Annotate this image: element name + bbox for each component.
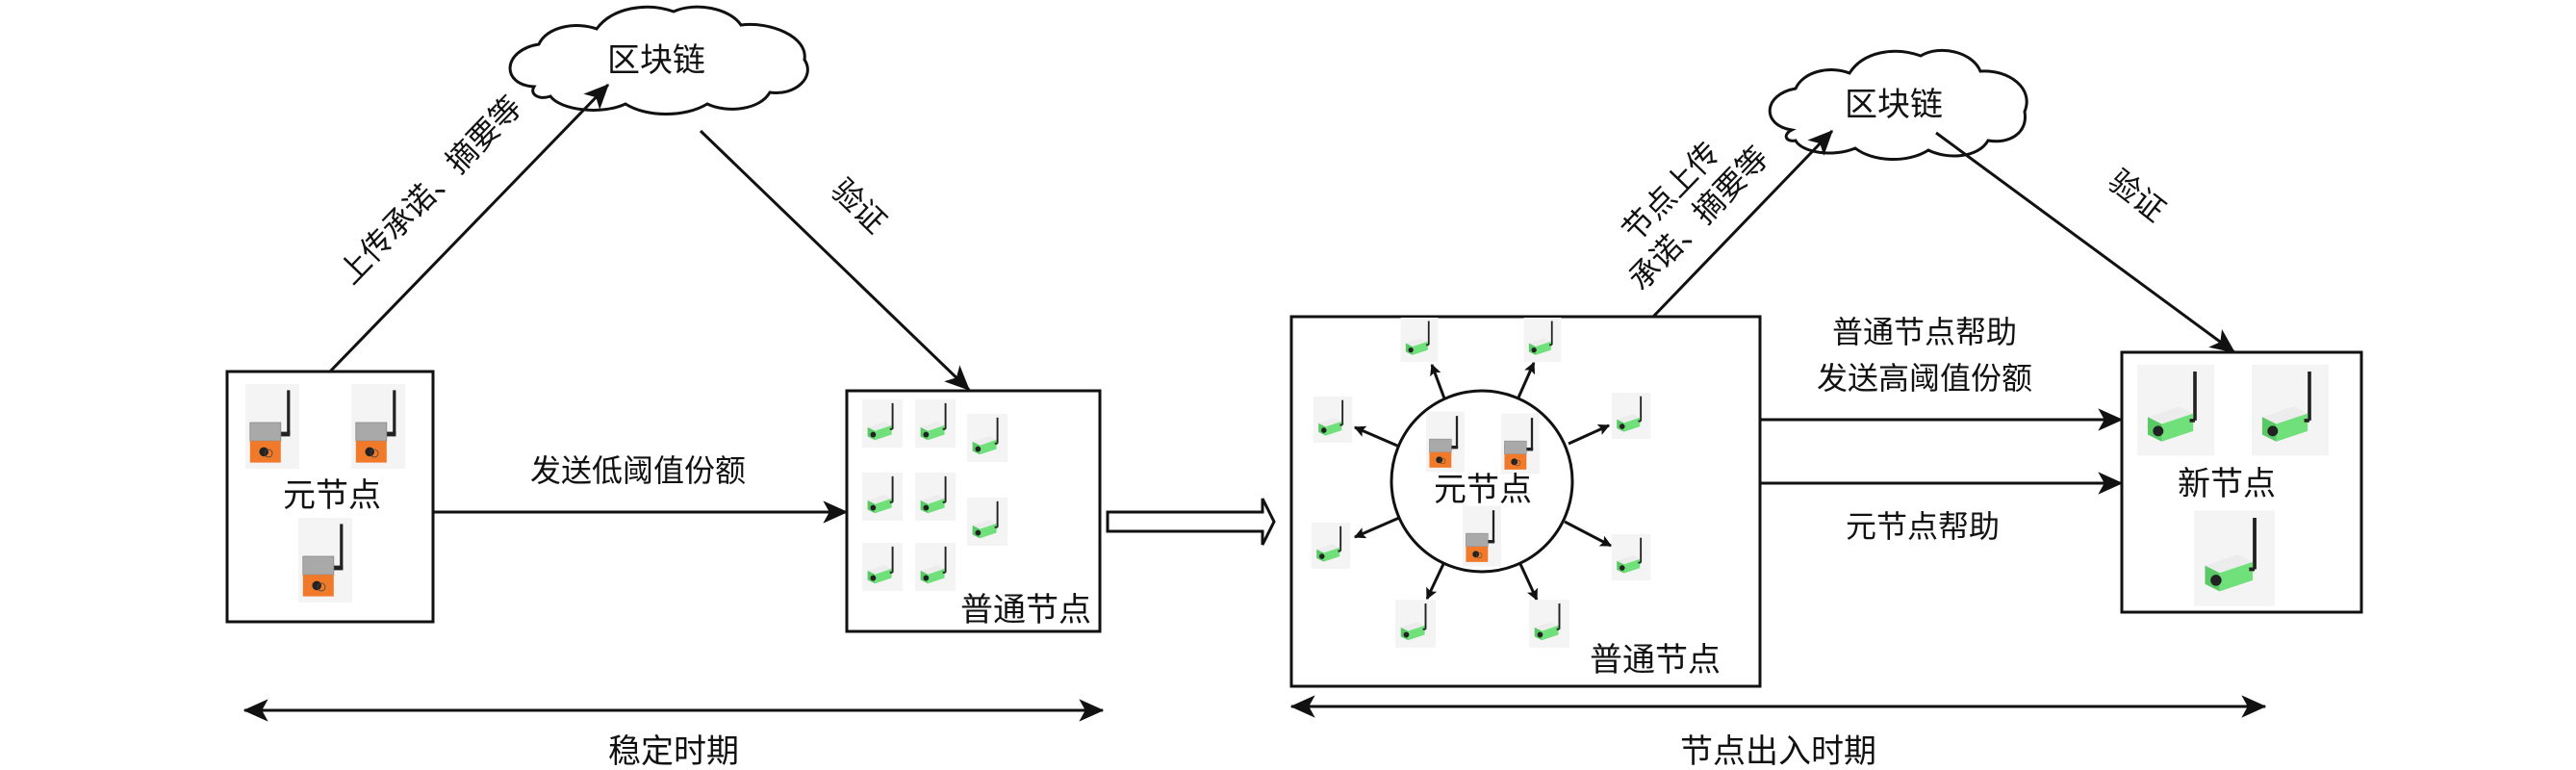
cloud-shape — [1768, 48, 2028, 161]
send-low-threshold-label: 发送低阈值份额 — [530, 452, 746, 489]
verify-arrow-right — [1935, 131, 2236, 354]
upload-arrow-right — [1651, 129, 1834, 319]
new-nodes-label: 新节点 — [2178, 465, 2276, 503]
new-nodes-box: 新节点 — [2120, 350, 2363, 614]
meta-node-icon — [1426, 410, 1465, 474]
churn-network-box: 元节点 普通节点 — [1289, 315, 1762, 688]
normal-node-icon — [1311, 523, 1351, 569]
normal-node-icon — [966, 414, 1008, 462]
normal-node-icon — [1611, 393, 1651, 439]
normal-nodes-label: 普通节点 — [1590, 641, 1721, 680]
normal-help-label-line1: 普通节点帮助 — [1832, 314, 2017, 350]
normal-node-icon — [914, 399, 956, 448]
stable-period-label: 稳定时期 — [608, 732, 739, 770]
normal-node-icon — [861, 543, 904, 591]
meta-nodes-box: 元节点 — [225, 370, 435, 624]
meta-node-icon — [351, 382, 405, 471]
blockchain-label: 区块链 — [607, 41, 705, 80]
meta-node-icon — [1501, 412, 1540, 475]
normal-node-icon — [1313, 397, 1353, 443]
normal-node-icon — [1522, 318, 1563, 362]
blockchain-label: 区块链 — [1845, 86, 1943, 124]
normal-node-icon — [1399, 318, 1440, 362]
upload-label-left: 上传承诺、摘要等 — [331, 89, 528, 292]
churn-period-label: 节点出入时期 — [1680, 732, 1876, 770]
meta-help-label: 元节点帮助 — [1846, 508, 2000, 545]
upload-arrow-left — [328, 83, 610, 373]
normal-node-icon — [861, 473, 904, 521]
churn-period-panel: 区块链 节点上传 承诺、摘要等 验证 — [1289, 48, 2363, 770]
transition-hollow-arrow-icon — [1106, 498, 1276, 546]
meta-node-icon — [1463, 504, 1501, 568]
verify-label-left: 验证 — [824, 171, 893, 241]
meta-node-icon — [245, 382, 299, 471]
normal-node-icon — [861, 399, 904, 448]
spoke-arrows — [1353, 361, 1613, 602]
normal-nodes-box: 普通节点 — [845, 389, 1102, 633]
blockchain-cloud-left: 区块链 — [508, 5, 809, 116]
new-node-icon — [2137, 364, 2214, 456]
new-node-icon — [2252, 364, 2329, 456]
meta-nodes-label: 元节点 — [1434, 471, 1532, 509]
verify-arrow-left — [699, 129, 971, 392]
normal-node-icon — [914, 473, 956, 521]
normal-node-icon — [1611, 534, 1651, 580]
new-node-icon — [2194, 508, 2275, 608]
verify-label-right: 验证 — [2102, 163, 2173, 229]
meta-nodes-label: 元节点 — [283, 476, 381, 515]
stable-period-panel: 区块链 上传承诺、摘要等 验证 元节点 发送低阈值份额 — [225, 5, 1105, 770]
meta-node-icon — [298, 516, 352, 604]
normal-nodes-label: 普通节点 — [960, 591, 1091, 629]
normal-node-icon — [966, 498, 1008, 546]
normal-node-icon — [1395, 600, 1436, 648]
normal-help-label-line2: 发送高阈值份额 — [1817, 360, 2032, 397]
normal-node-icon — [1529, 600, 1569, 648]
normal-node-icon — [914, 543, 956, 591]
blockchain-cloud-right: 区块链 — [1768, 48, 2028, 161]
